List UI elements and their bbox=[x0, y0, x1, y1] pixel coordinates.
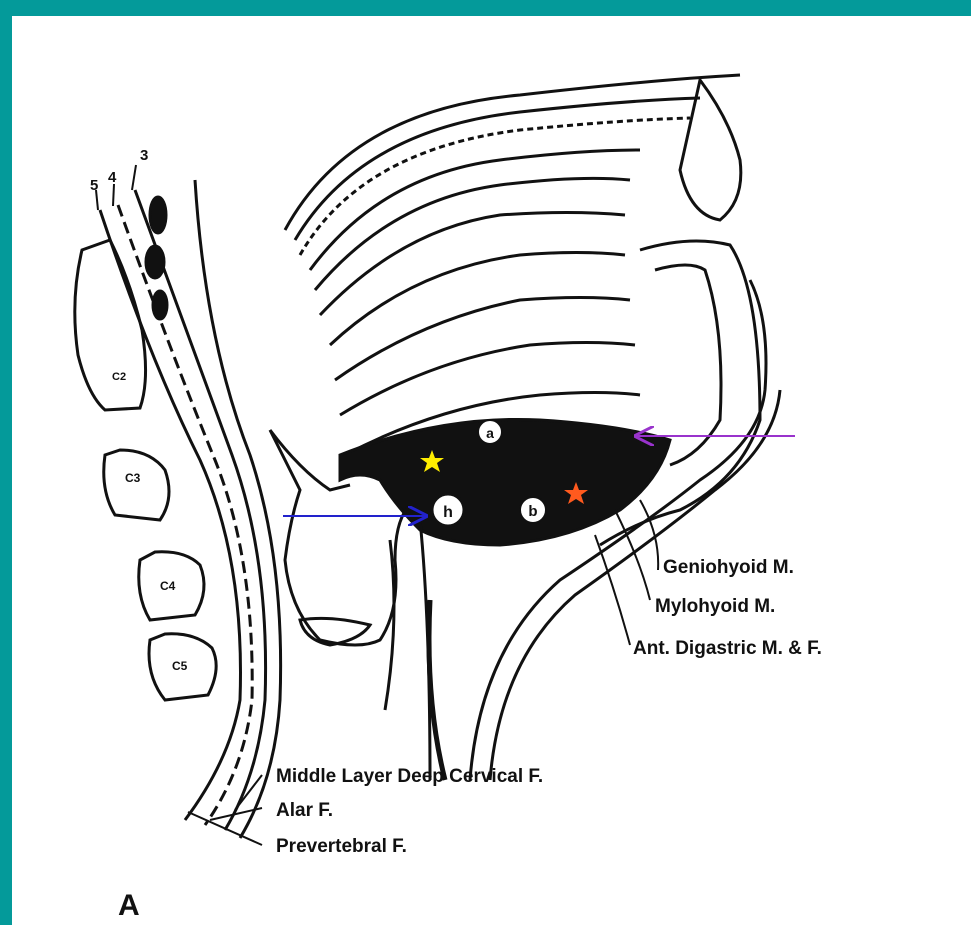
layer-number-5: 5 bbox=[90, 177, 98, 194]
svg-text:b: b bbox=[528, 503, 537, 520]
tongue-region bbox=[270, 75, 780, 780]
panel-letter: A bbox=[118, 889, 140, 922]
label-digastric: Ant. Digastric M. & F. bbox=[633, 638, 822, 659]
label-middle-layer: Middle Layer Deep Cervical F. bbox=[276, 766, 543, 787]
label-mylohyoid: Mylohyoid M. bbox=[655, 596, 775, 617]
vertebra-c3 bbox=[104, 450, 169, 520]
vertebra-label-c4: C4 bbox=[160, 579, 176, 593]
label-alar: Alar F. bbox=[276, 800, 333, 821]
vertebra-c2 bbox=[75, 240, 146, 410]
layer-number-4: 4 bbox=[108, 169, 117, 186]
svg-text:a: a bbox=[486, 425, 494, 441]
label-geniohyoid: Geniohyoid M. bbox=[663, 557, 794, 578]
floor-of-mouth bbox=[340, 419, 670, 545]
vertebra-label-c2: C2 bbox=[112, 371, 126, 383]
marker-h: h bbox=[443, 504, 453, 521]
marker-a: a bbox=[478, 420, 502, 444]
vertebra-label-c3: C3 bbox=[125, 471, 141, 485]
cervical-spine bbox=[75, 180, 281, 838]
vertebra-label-c5: C5 bbox=[172, 659, 188, 673]
fascia-line-outer bbox=[195, 180, 281, 838]
layer-number-3: 3 bbox=[140, 147, 148, 164]
label-prevertebral: Prevertebral F. bbox=[276, 836, 407, 857]
marker-b: b bbox=[520, 497, 546, 523]
